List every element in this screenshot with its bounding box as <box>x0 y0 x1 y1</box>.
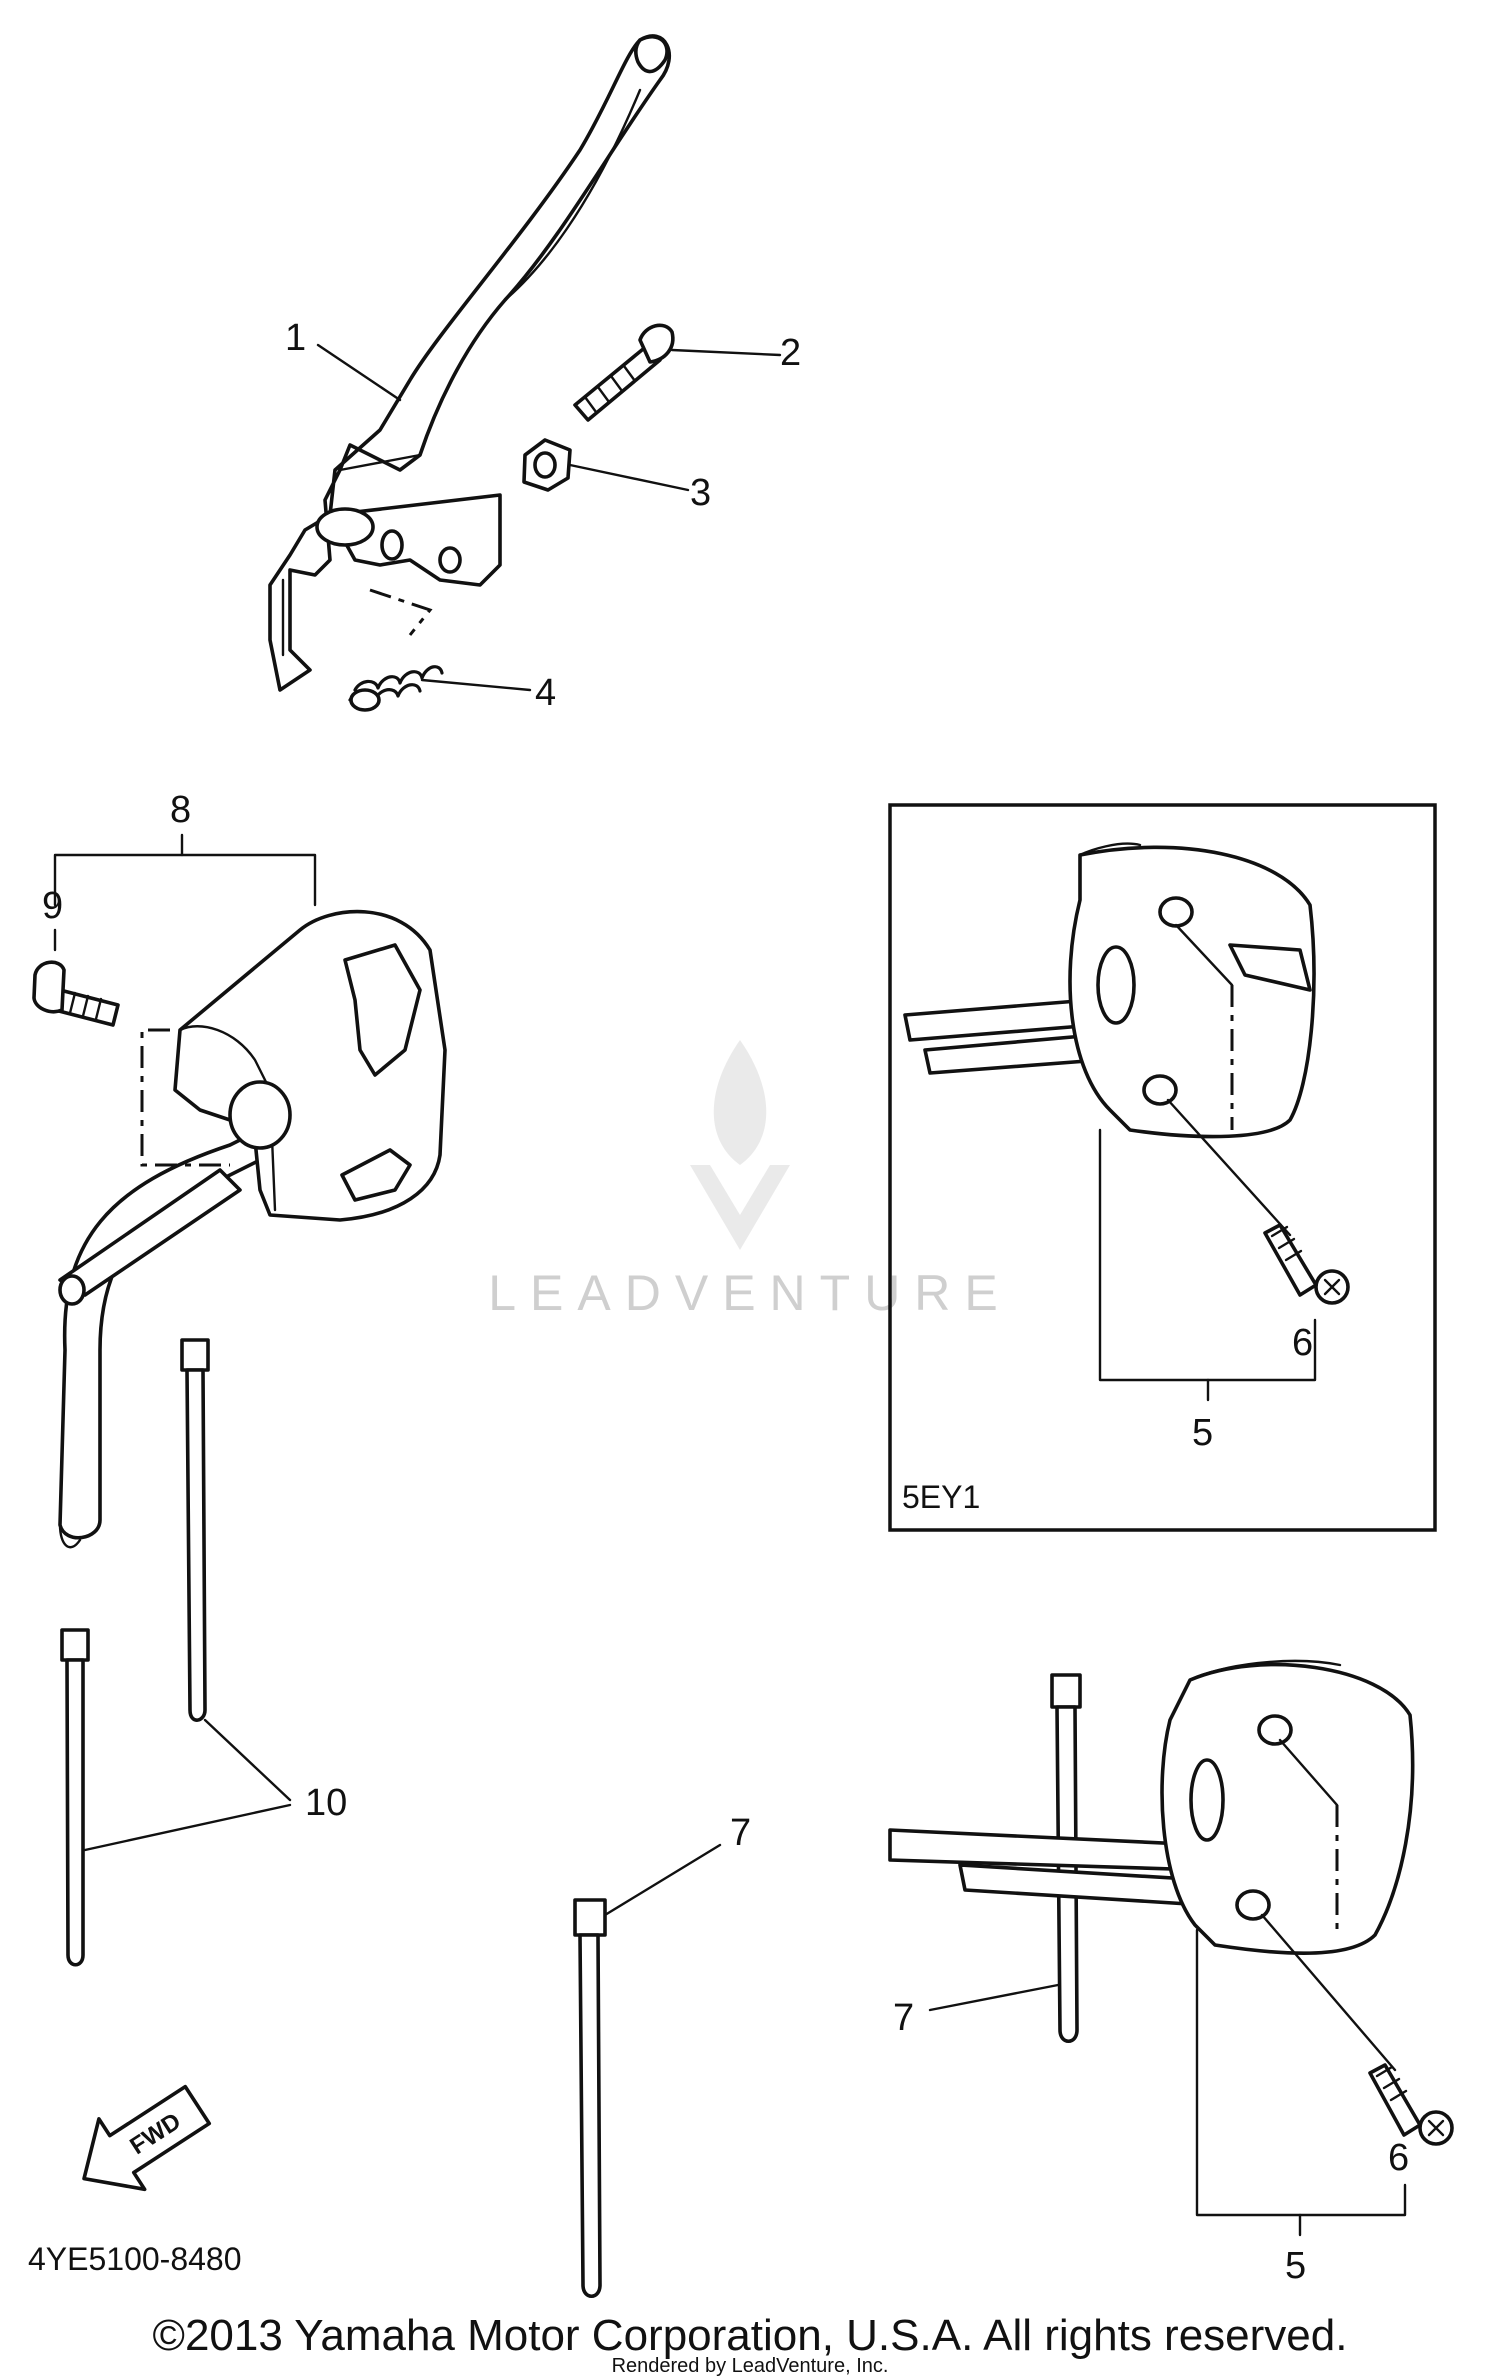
cable-tie-7-strap <box>573 1898 607 2299</box>
switch-screw-lower <box>1368 2063 1454 2146</box>
callout-7-main: 7 <box>893 1997 914 2039</box>
callout-6-main: 6 <box>1388 2137 1409 2179</box>
switch-screw-inset <box>1263 1223 1350 1305</box>
clutch-lever <box>268 34 672 692</box>
diagram-code: 4YE5100-8480 <box>28 2241 242 2277</box>
callout-9: 9 <box>42 885 63 927</box>
copyright-text: ©2013 Yamaha Motor Corporation, U.S.A. A… <box>153 2311 1348 2360</box>
handlebar-switch-left <box>58 909 447 1549</box>
leadventure-logo-icon <box>690 1040 790 1250</box>
inset-label: 5EY1 <box>902 1479 980 1515</box>
lever-bolt <box>573 323 675 422</box>
fwd-arrow-icon: FWD <box>82 2084 212 2192</box>
lever-nut <box>522 438 572 492</box>
handlebar-switch-right-inset <box>903 842 1316 1139</box>
callout-8: 8 <box>170 789 191 831</box>
callout-5-inset: 5 <box>1192 1412 1213 1454</box>
callout-10: 10 <box>305 1782 347 1824</box>
switch-screw <box>32 960 120 1027</box>
callout-1: 1 <box>285 317 306 359</box>
callout-5-main: 5 <box>1285 2245 1306 2287</box>
callout-3: 3 <box>690 472 711 514</box>
callout-7-strap: 7 <box>730 1812 751 1854</box>
inset-5ey1-box <box>888 803 1437 1532</box>
watermark-text: LEADVENTURE <box>488 1265 1012 1321</box>
handlebar-switch-right <box>888 1659 1415 1955</box>
cable-tie-10a <box>180 1338 210 1722</box>
callout-6-inset: 6 <box>1292 1322 1313 1364</box>
callout-4: 4 <box>535 672 556 714</box>
rendered-by-text: Rendered by LeadVenture, Inc. <box>612 2355 889 2377</box>
callout-2: 2 <box>780 332 801 374</box>
cable-tie-10b <box>60 1628 90 1967</box>
lever-spring <box>348 665 444 712</box>
